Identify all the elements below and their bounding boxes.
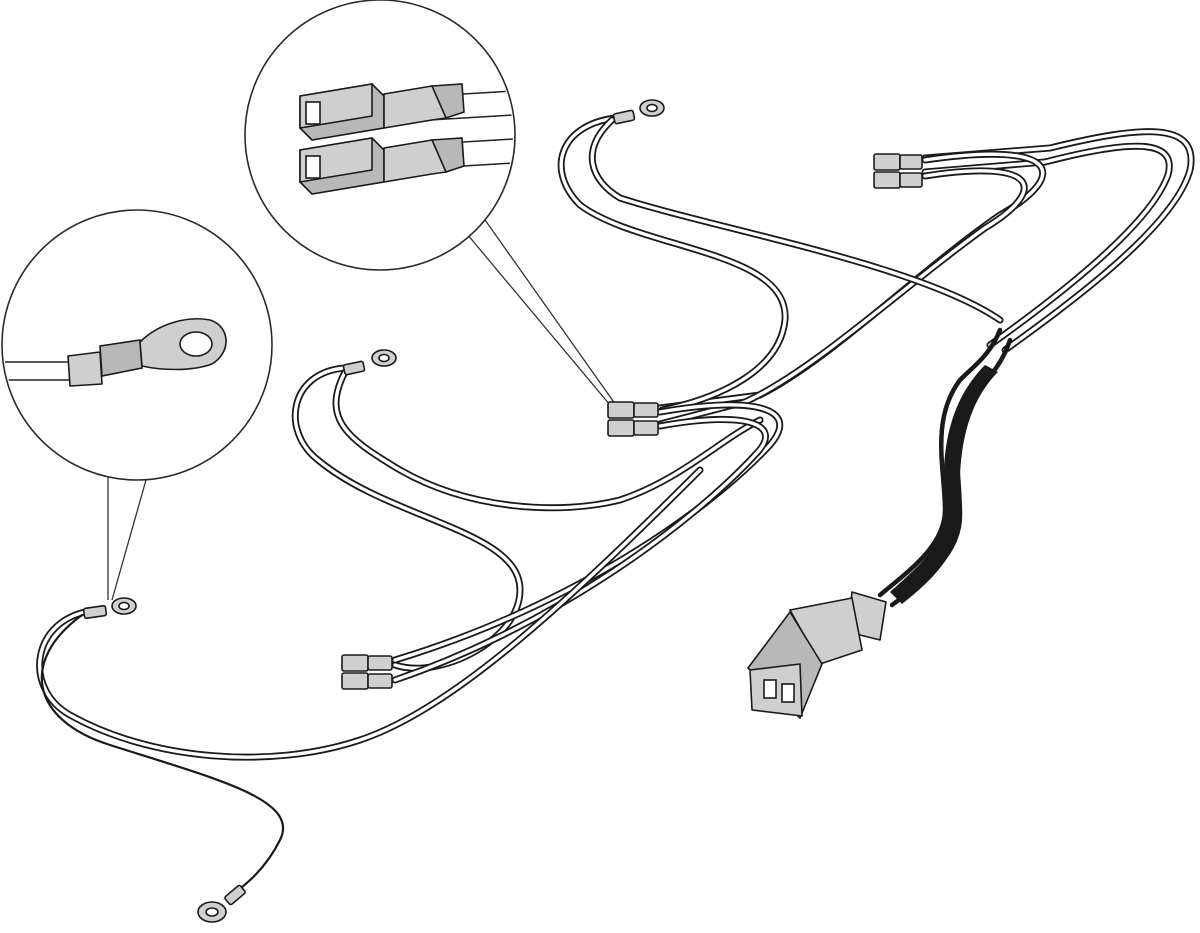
- power-cable: [877, 327, 1013, 608]
- ring-terminal-icon: [4, 318, 227, 387]
- spade-connector-pair-center: [607, 401, 659, 437]
- spade-connector-detail: [244, 0, 516, 271]
- spade-connector-pair-top-right: [873, 153, 923, 189]
- ring-terminal-left: [82, 597, 137, 620]
- cable-sleeve: [890, 365, 998, 604]
- spade-connector-pair-left: [341, 654, 393, 690]
- ring-terminal-middle: [342, 349, 397, 376]
- ring-terminal-detail: [1, 209, 273, 481]
- iec-power-inlet: [746, 591, 887, 720]
- wire-set: [36, 114, 1195, 897]
- inlet-pin-slot: [781, 683, 795, 703]
- ring-terminal-bottom: [197, 884, 246, 923]
- inlet-pin-slot: [763, 679, 777, 699]
- ring-terminal-top: [612, 99, 665, 125]
- callout-leaders: [107, 209, 619, 601]
- spade-connector-icon: [299, 83, 513, 195]
